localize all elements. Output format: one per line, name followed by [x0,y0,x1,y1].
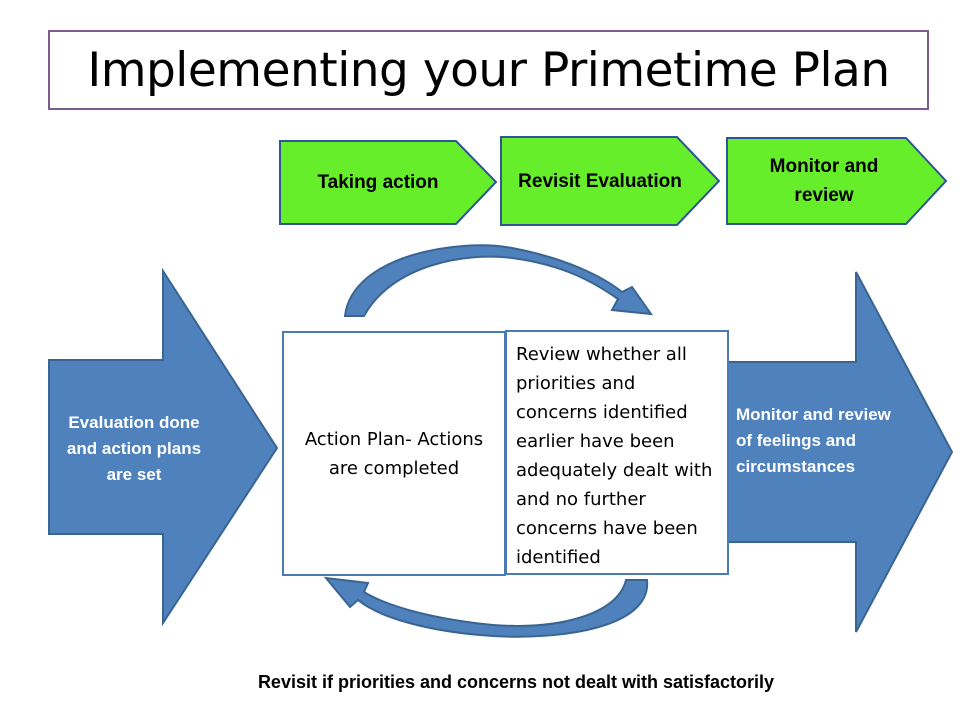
review-box: Review whether all priorities and concer… [505,330,729,575]
title-box: Implementing your Primetime Plan [48,30,929,110]
action-plan-text: Action Plan- Actions are completed [304,428,484,479]
step-label-taking-action: Taking action [317,172,439,193]
action-plan-box: Action Plan- Actions are completed [282,331,506,576]
step-label-monitor-review: Monitor and review [769,156,879,206]
page-title: Implementing your Primetime Plan [87,42,890,98]
chevron-revisit-evaluation [500,136,721,226]
right-arrow-label: Monitor and review of feelings and circu… [736,405,891,476]
chevron-monitor-review [726,137,948,225]
footer-caption: Revisit if priorities and concerns not d… [257,672,775,692]
review-text: Review whether all priorities and concer… [516,344,713,568]
curved-arrow-top [343,244,654,317]
left-arrow-label: Evaluation done and action plans are set [66,413,202,484]
step-label-revisit-evaluation: Revisit Evaluation [518,170,682,192]
right-block-arrow [727,271,954,633]
curved-arrow-bottom [323,576,649,638]
left-block-arrow [48,267,279,627]
chevron-taking-action [279,140,498,225]
